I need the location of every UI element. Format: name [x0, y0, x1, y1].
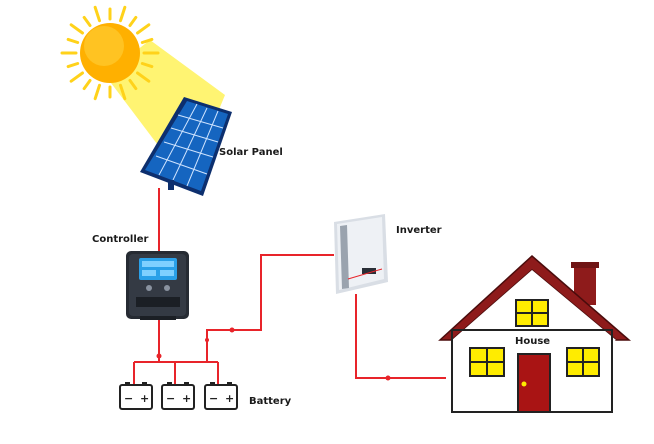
wiring	[133, 188, 446, 385]
battery-icon: −+	[161, 382, 195, 410]
sun-ray	[128, 15, 138, 27]
house-label: House	[515, 336, 550, 347]
sun-icon	[60, 5, 160, 101]
sun-ray	[82, 15, 92, 27]
battery-minus-sign: −	[124, 392, 133, 405]
sun-ray	[93, 5, 101, 23]
sun-ray	[69, 71, 84, 83]
house-icon	[438, 254, 632, 413]
battery-icon: −+	[119, 382, 153, 410]
controller-label: Controller	[92, 234, 149, 245]
battery-plus-sign: +	[225, 392, 234, 405]
battery-bank: −+−+−+	[119, 382, 238, 410]
controller-icon	[126, 251, 189, 320]
sun-ray	[119, 83, 127, 101]
sun-ray	[136, 71, 151, 83]
sun-ray	[69, 23, 84, 35]
inverter-icon	[334, 214, 388, 294]
sun-ray	[128, 79, 138, 91]
battery-icon: −+	[204, 382, 238, 410]
sun-ray	[93, 83, 101, 101]
solar-panel-icon	[140, 97, 232, 196]
battery-plus-sign: +	[140, 392, 149, 405]
wire-markers	[156, 327, 391, 381]
sun-ray	[136, 23, 151, 35]
solar-panel-label: Solar Panel	[219, 147, 283, 158]
sun-ray	[82, 79, 92, 91]
inverter-label: Inverter	[396, 225, 442, 236]
sun-ray	[140, 37, 154, 44]
battery-label: Battery	[249, 396, 292, 407]
battery-minus-sign: −	[166, 392, 175, 405]
sun-ray	[140, 62, 154, 69]
battery-minus-sign: −	[209, 392, 218, 405]
sun-ray	[66, 62, 80, 69]
battery-plus-sign: +	[182, 392, 191, 405]
sun-ray	[119, 5, 127, 23]
sun-ray	[66, 37, 80, 44]
